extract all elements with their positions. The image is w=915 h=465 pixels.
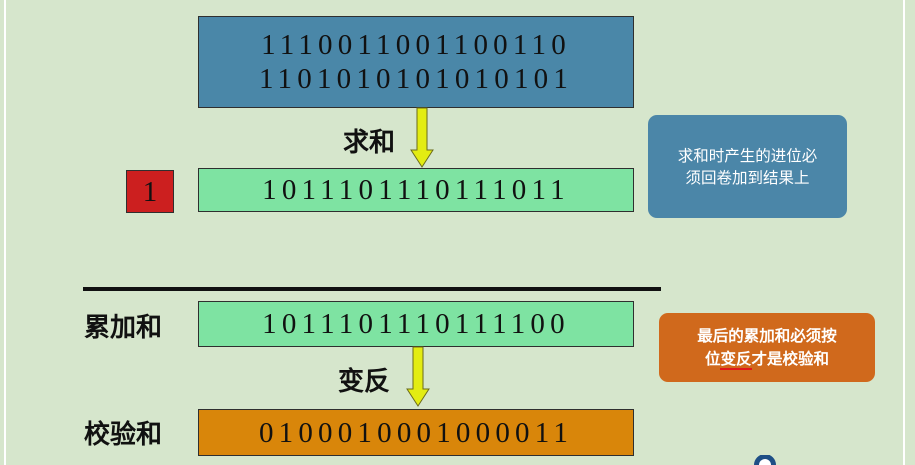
carry-bit: 1 xyxy=(142,175,158,208)
final-note-line-2: 位变反才是校验和 xyxy=(704,349,830,370)
final-note-line-1: 最后的累加和必须按 xyxy=(697,326,837,345)
checksum-box: 0100010001000011 xyxy=(198,409,634,456)
operands-box: 1110011001100110 1101010101010101 xyxy=(198,16,634,108)
carry-note-callout: 求和时产生的进位必 须回卷加到结果上 xyxy=(648,115,847,218)
sum-result: 1011101110111011 xyxy=(262,174,570,206)
sum-label: 求和 xyxy=(343,128,396,158)
accumulated-box: 1011101110111100 xyxy=(198,301,634,347)
carry-note-line-2: 须回卷加到结果上 xyxy=(685,168,810,187)
accumulated-value: 1011101110111100 xyxy=(262,308,570,340)
carry-note-line-1: 求和时产生的进位必 xyxy=(677,146,818,165)
carry-box: 1 xyxy=(126,170,174,213)
checksum-label: 校验和 xyxy=(84,420,163,450)
section-divider xyxy=(83,287,661,291)
operand-2: 1101010101010101 xyxy=(258,63,574,95)
final-note-emphasis: 变反 xyxy=(720,349,752,370)
checksum-value: 0100010001000011 xyxy=(258,416,574,449)
sum-box: 1011101110111011 xyxy=(198,168,634,212)
right-border-line xyxy=(903,0,905,465)
logo-icon xyxy=(754,455,776,465)
final-note-callout: 最后的累加和必须按 位变反才是校验和 xyxy=(659,313,875,382)
invert-down-arrow-icon xyxy=(406,346,430,407)
accumulated-label: 累加和 xyxy=(84,313,163,343)
operand-1: 1110011001100110 xyxy=(261,29,571,61)
left-border-line xyxy=(4,0,6,465)
invert-label: 变反 xyxy=(338,367,391,397)
sum-down-arrow-icon xyxy=(410,107,434,168)
